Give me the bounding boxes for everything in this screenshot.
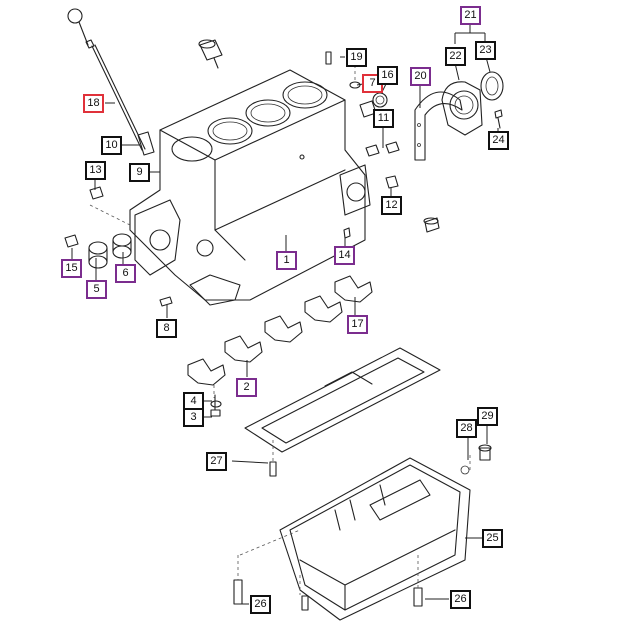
- callout-25[interactable]: 25: [482, 529, 503, 548]
- front-plugs-bushings: [64, 186, 173, 307]
- callout-2[interactable]: 2: [236, 378, 257, 397]
- callout-18[interactable]: 18: [83, 94, 104, 113]
- callout-17[interactable]: 17: [347, 315, 368, 334]
- callout-22[interactable]: 22: [445, 47, 466, 66]
- callout-16[interactable]: 16: [377, 66, 398, 85]
- callout-28[interactable]: 28: [456, 419, 477, 438]
- callout-3[interactable]: 3: [183, 408, 204, 427]
- callout-5[interactable]: 5: [86, 280, 107, 299]
- callout-12[interactable]: 12: [381, 196, 402, 215]
- callout-27[interactable]: 27: [206, 452, 227, 471]
- callout-19[interactable]: 19: [346, 48, 367, 67]
- callout-10[interactable]: 10: [101, 136, 122, 155]
- oil-pan-gasket: [244, 347, 441, 453]
- bolts: [233, 461, 423, 611]
- callout-26-left[interactable]: 26: [250, 595, 271, 614]
- callout-13[interactable]: 13: [85, 161, 106, 180]
- main-bearing-caps: [187, 275, 373, 417]
- callout-20[interactable]: 20: [410, 67, 431, 86]
- engine-block: [129, 69, 371, 306]
- callout-23[interactable]: 23: [475, 41, 496, 60]
- callout-29[interactable]: 29: [477, 407, 498, 426]
- callout-24[interactable]: 24: [488, 131, 509, 150]
- callout-9[interactable]: 9: [129, 163, 150, 182]
- callout-6[interactable]: 6: [115, 264, 136, 283]
- callout-26-right[interactable]: 26: [450, 590, 471, 609]
- callout-21[interactable]: 21: [460, 6, 481, 25]
- callout-14[interactable]: 14: [334, 246, 355, 265]
- dipstick: [67, 8, 155, 156]
- callout-11[interactable]: 11: [373, 109, 394, 128]
- callout-1[interactable]: 1: [276, 251, 297, 270]
- oil-pump-drive-sleeve: [198, 39, 223, 69]
- assembly-lines: [89, 65, 471, 595]
- callout-8[interactable]: 8: [156, 319, 177, 338]
- rear-seal-assembly: [414, 71, 504, 161]
- oil-pan: [279, 444, 492, 621]
- callout-15[interactable]: 15: [61, 259, 82, 278]
